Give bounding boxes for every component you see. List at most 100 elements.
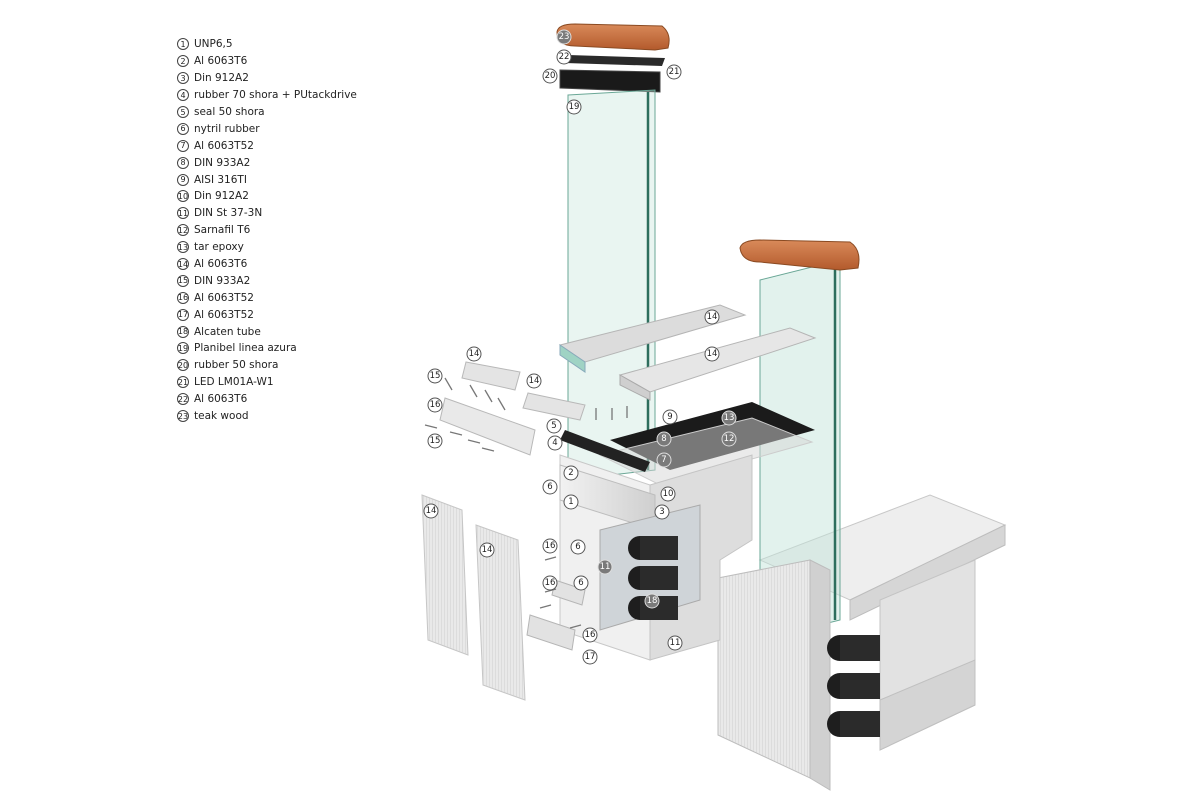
svg-text:6: 6	[547, 482, 552, 492]
handrail-teak	[556, 23, 670, 51]
legend-label: Al 6063T6	[194, 393, 248, 406]
callout-15-b: 15	[427, 433, 443, 449]
svg-text:18: 18	[647, 596, 658, 606]
legend-number: 2	[177, 55, 189, 68]
callout-6b: 6	[570, 539, 586, 555]
svg-text:14: 14	[426, 506, 437, 516]
svg-text:19: 19	[569, 102, 580, 112]
callout-tags: 1 2 3 4 5 6 6 6 7 8 9 10 11 11 12 13 14 …	[423, 29, 737, 665]
cladding-panel-1	[421, 494, 469, 656]
callout-11: 11	[597, 559, 613, 575]
callout-14-b: 14	[704, 346, 720, 362]
legend-label: rubber 70 shora + PUtackdrive	[194, 89, 357, 102]
aluminium-profiles	[439, 304, 817, 456]
legend-number: 15	[177, 274, 189, 287]
svg-text:16: 16	[430, 400, 441, 410]
callout-6c: 6	[573, 575, 589, 591]
legend-item: 13 tar epoxy	[177, 239, 357, 256]
svg-text:14: 14	[707, 349, 718, 359]
profile-14-small-a	[461, 361, 521, 391]
svg-text:17: 17	[585, 652, 596, 662]
legend-number: 8	[177, 156, 189, 169]
callout-6: 6	[542, 479, 558, 495]
legend-label: Planibel linea azura	[194, 342, 297, 355]
legend-number: 14	[177, 258, 189, 271]
callout-3: 3	[654, 504, 670, 520]
callout-5: 5	[546, 418, 562, 434]
legend-label: DIN 933A2	[194, 274, 251, 287]
svg-text:14: 14	[707, 312, 718, 322]
legend-item: 4 rubber 70 shora + PUtackdrive	[177, 87, 357, 104]
svg-text:21: 21	[669, 67, 680, 77]
callout-7: 7	[656, 452, 672, 468]
callout-19: 19	[566, 99, 582, 115]
svg-text:2: 2	[568, 468, 573, 478]
callout-13: 13	[721, 410, 737, 426]
legend-label: DIN St 37-3N	[194, 207, 263, 220]
handrail-teak-assembled	[739, 239, 860, 271]
callout-14-d: 14	[526, 373, 542, 389]
legend-item: 17 Al 6063T52	[177, 306, 357, 323]
legend-label: Alcaten tube	[194, 325, 261, 338]
callout-21: 21	[666, 64, 682, 80]
legend-number: 22	[177, 393, 189, 406]
legend-number: 1	[177, 38, 189, 51]
svg-text:4: 4	[552, 438, 557, 448]
legend-label: Al 6063T52	[194, 291, 254, 304]
cladding-panels	[421, 494, 586, 701]
legend-number: 3	[177, 72, 189, 85]
aluminium-strip	[565, 55, 665, 66]
fasteners	[424, 377, 628, 629]
callout-16-b: 16	[542, 538, 558, 554]
callout-4: 4	[547, 435, 563, 451]
callout-2: 2	[563, 465, 579, 481]
legend-number: 6	[177, 122, 189, 135]
legend-number: 13	[177, 241, 189, 254]
membrane-under	[598, 417, 814, 486]
conduit-tubes-assembled	[827, 635, 880, 737]
svg-text:16: 16	[545, 541, 556, 551]
cladding-panel-assembled	[717, 559, 811, 779]
legend-item: 22 Al 6063T6	[177, 391, 357, 408]
svg-text:10: 10	[663, 489, 674, 499]
legend-number: 4	[177, 89, 189, 102]
rubber-channel	[559, 69, 661, 93]
svg-text:14: 14	[482, 545, 493, 555]
svg-text:15: 15	[430, 371, 441, 381]
svg-text:11: 11	[670, 638, 681, 648]
profile-14-a-side	[559, 344, 586, 373]
legend-label: tar epoxy	[194, 241, 244, 254]
svg-text:15: 15	[430, 436, 441, 446]
legend-label: teak wood	[194, 410, 249, 423]
svg-text:6: 6	[575, 542, 580, 552]
svg-text:11: 11	[600, 562, 611, 572]
svg-text:23: 23	[559, 32, 570, 42]
legend-number: 17	[177, 308, 189, 321]
legend-number: 19	[177, 342, 189, 355]
svg-text:8: 8	[661, 434, 666, 444]
legend-item: 3 Din 912A2	[177, 70, 357, 87]
svg-text:7: 7	[661, 455, 666, 465]
legend-label: seal 50 shora	[194, 106, 265, 118]
svg-text:6: 6	[578, 578, 583, 588]
callout-16-c: 16	[542, 575, 558, 591]
callout-18: 18	[644, 593, 660, 609]
svg-text:22: 22	[559, 52, 570, 62]
callout-22: 22	[556, 49, 572, 65]
svg-text:20: 20	[545, 71, 556, 81]
legend-label: Al 6063T52	[194, 308, 254, 321]
legend-label: Din 912A2	[194, 72, 249, 85]
assembled-unit	[717, 239, 1007, 791]
callout-9: 9	[662, 409, 678, 425]
